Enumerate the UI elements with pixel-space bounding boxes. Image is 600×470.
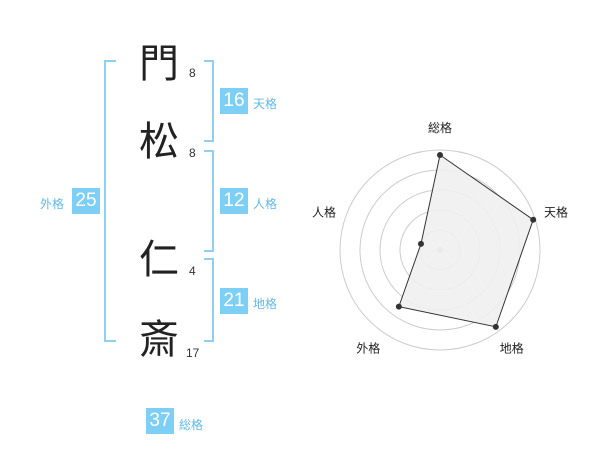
gaikaku-label: 外格	[40, 197, 65, 211]
radar-point-5	[417, 240, 424, 247]
name-char-1: 門	[139, 41, 179, 87]
jinkaku-bracket	[204, 150, 214, 252]
stroke-count-2: 8	[189, 146, 196, 160]
radar-point-1	[437, 152, 443, 158]
stroke-count-3: 4	[189, 264, 196, 278]
stroke-count-1: 8	[189, 66, 196, 80]
stroke-count-4: 17	[186, 346, 200, 360]
name-char-2: 松	[139, 119, 179, 165]
radar-axis-label-1: 総格	[428, 120, 452, 135]
soukaku-value-badge: 37	[146, 408, 174, 434]
radar-point-3	[492, 323, 499, 330]
jinkaku-value-badge: 12	[220, 188, 248, 214]
jinkaku-label: 人格	[253, 197, 278, 211]
radar-axis-label-5: 人格	[312, 204, 336, 219]
radar-point-4	[395, 303, 402, 310]
soukaku-label: 総格	[179, 418, 204, 432]
tenkaku-value-badge: 16	[220, 88, 248, 114]
name-char-4: 斎	[139, 317, 179, 363]
radar-axis-label-2: 天格	[544, 204, 568, 219]
radar-grid-ring	[339, 149, 541, 351]
chikaku-value-badge: 21	[220, 288, 248, 314]
chikaku-bracket	[204, 258, 214, 342]
gaikaku-bracket	[104, 60, 116, 342]
radar-point-2	[530, 216, 537, 223]
chikaku-label: 地格	[253, 297, 278, 311]
radar-axis-label-4: 外格	[356, 341, 380, 356]
radar-axis-label-3: 地格	[500, 341, 524, 356]
name-char-3: 仁	[139, 237, 179, 283]
radar-area	[398, 154, 534, 328]
tenkaku-label: 天格	[253, 97, 278, 111]
gaikaku-value-badge: 25	[72, 188, 100, 214]
tenkaku-bracket	[204, 60, 214, 142]
